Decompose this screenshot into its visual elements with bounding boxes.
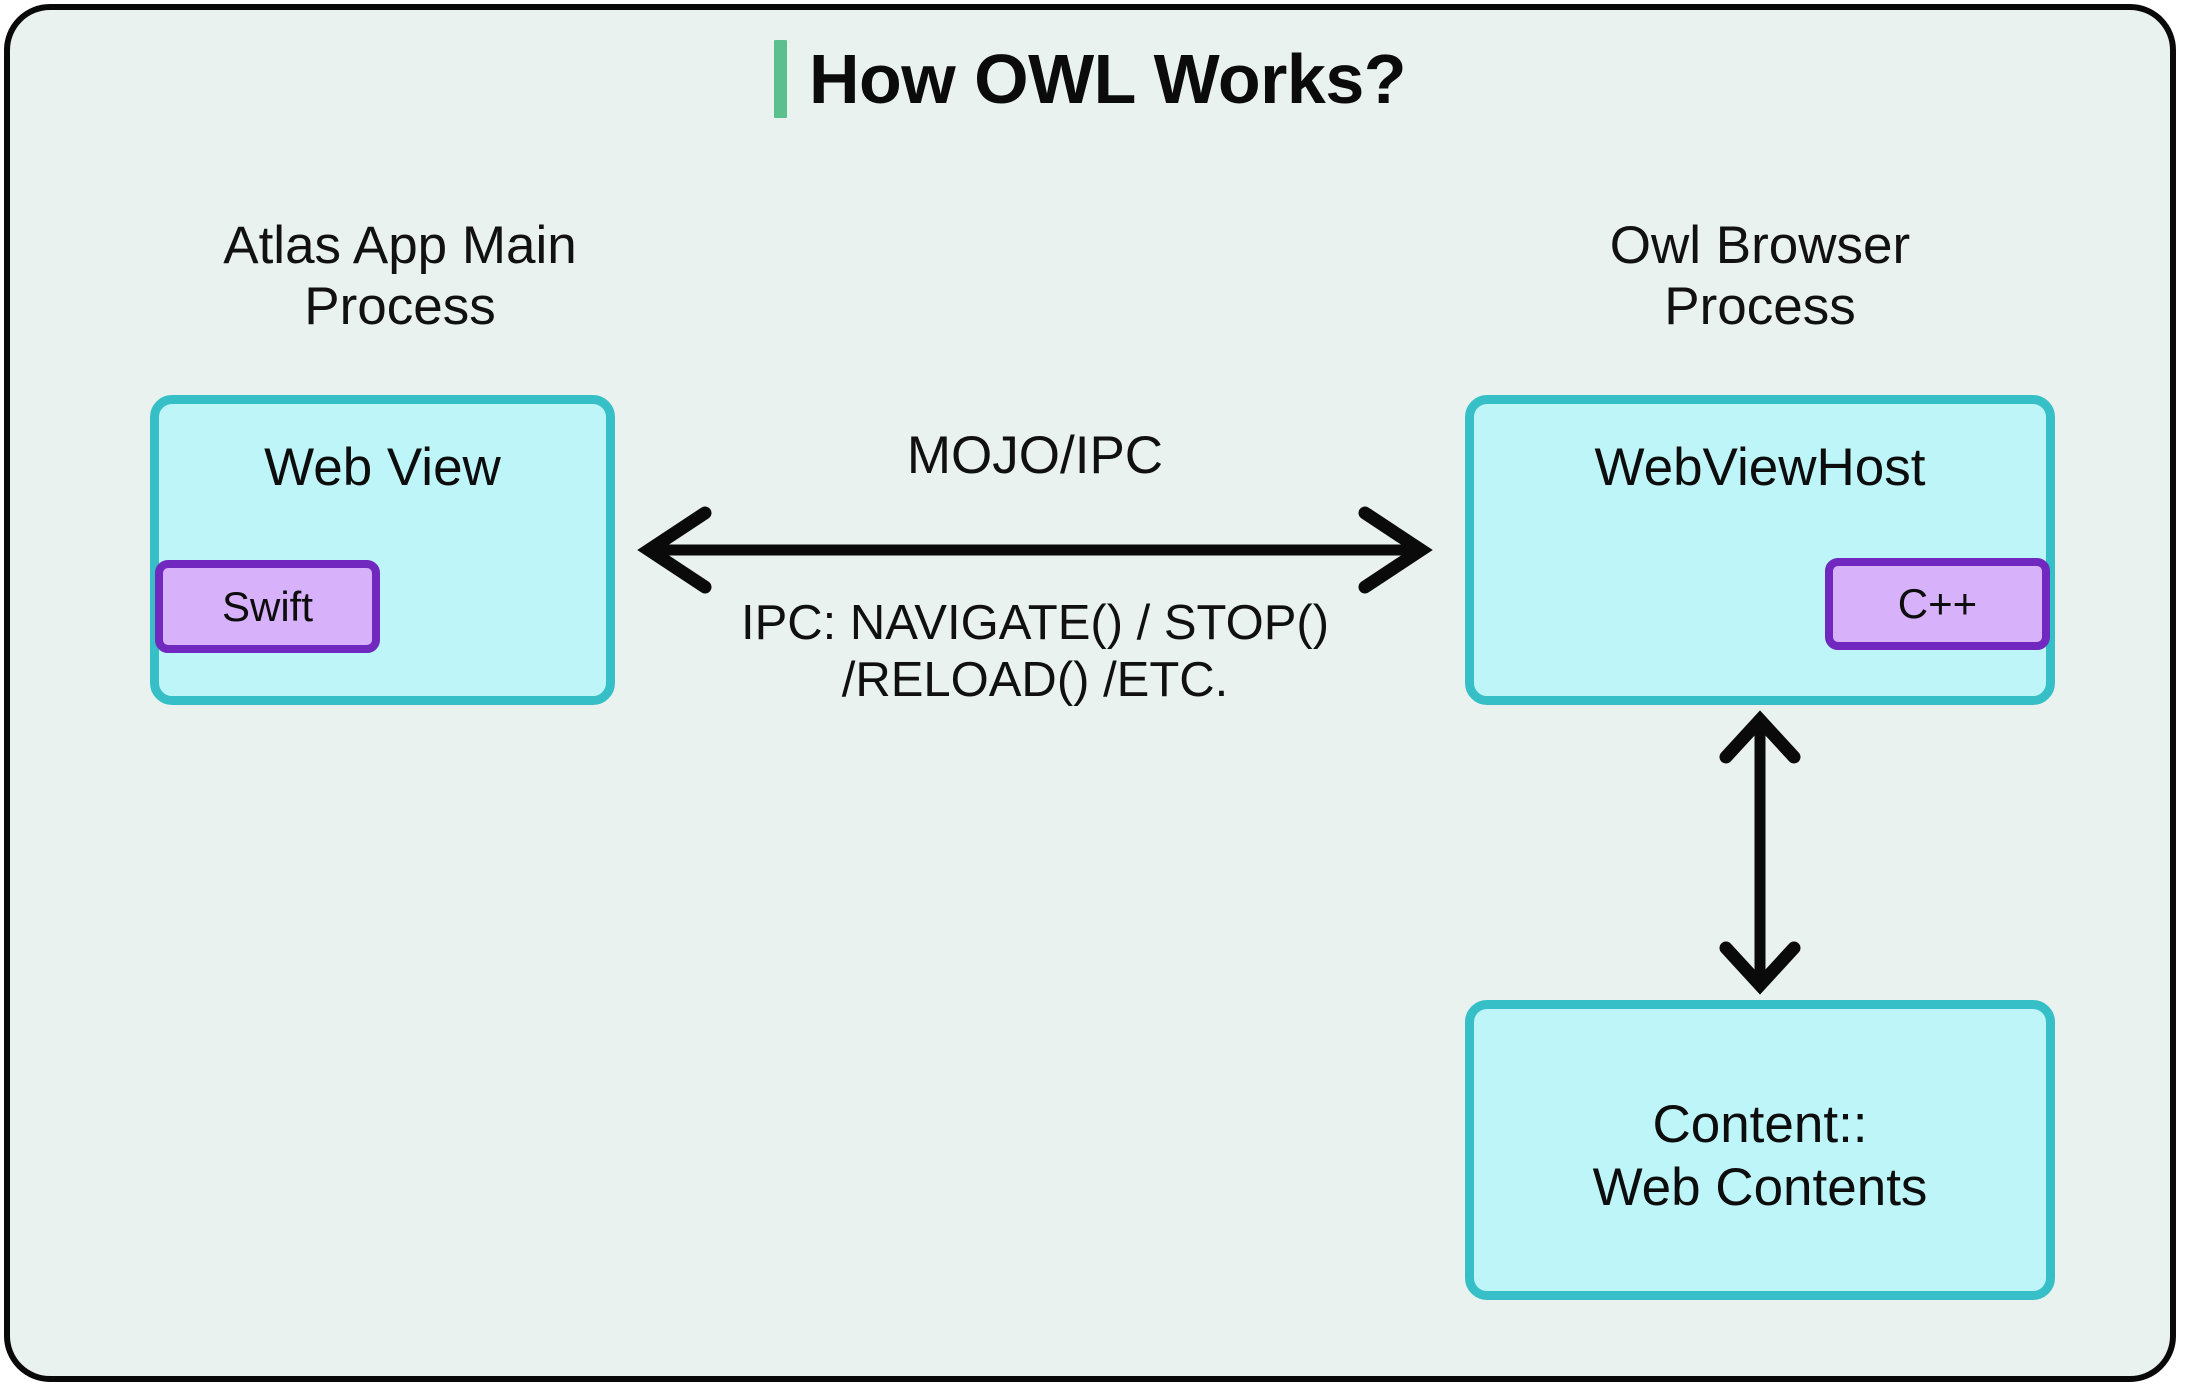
node-webviewhost-label: WebViewHost (1594, 438, 1926, 497)
connector-label-ipc-methods: IPC: NAVIGATE() / STOP() /RELOAD() /ETC. (740, 596, 1330, 707)
double-headed-horizontal-arrow-icon (637, 506, 1433, 594)
process-caption-owl-browser: Owl Browser Process (1609, 216, 1911, 337)
node-webviewhost[interactable]: WebViewHost (1465, 395, 2055, 705)
node-content-web-contents-label: Content:: Web Contents (1592, 1095, 1928, 1217)
double-headed-vertical-arrow-icon (1719, 710, 1801, 995)
badge-swift[interactable]: Swift (155, 560, 380, 653)
node-content-web-contents[interactable]: Content:: Web Contents (1465, 1000, 2055, 1300)
process-caption-atlas-app-main: Atlas App Main Process (223, 216, 577, 337)
title-accent-bar (773, 40, 787, 118)
page-title: How OWL Works? (808, 40, 1407, 118)
connector-label-mojo-ipc: MOJO/IPC (906, 426, 1164, 485)
node-web-view[interactable]: Web View (150, 395, 615, 705)
diagram-canvas: How OWL Works? Atlas App Main Process Ow… (4, 4, 2176, 1382)
node-web-view-label: Web View (264, 438, 501, 497)
title-row: How OWL Works? (10, 40, 2170, 118)
badge-cpp[interactable]: C++ (1825, 558, 2050, 650)
